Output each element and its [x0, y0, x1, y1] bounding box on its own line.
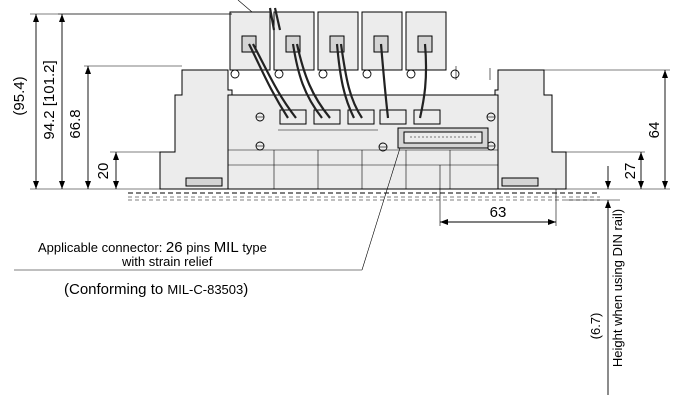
dim-95-4: (95.4): [11, 76, 28, 115]
dim-27: 27: [622, 163, 639, 180]
left-dimensions: [30, 13, 232, 190]
manifold-body: [159, 69, 567, 190]
connector-type: type: [239, 240, 267, 255]
connector-note-line2: with strain relief: [121, 254, 213, 269]
connector-pins-unit: pins: [183, 240, 214, 255]
connector-mil: MIL: [214, 239, 239, 256]
din-rail: [128, 192, 600, 201]
dim-64: 64: [646, 122, 663, 139]
conforming-note: (Conforming to MIL-C-83503): [64, 281, 248, 298]
right-dimensions: [544, 69, 670, 190]
bottom-dimension: [439, 165, 557, 226]
connector-pins: 26: [166, 239, 183, 256]
connector-note-line1: Applicable connector: 26 pins MIL type: [38, 239, 267, 256]
conforming-close: ): [243, 281, 248, 298]
dim-6-7: (6.7): [588, 313, 603, 340]
leader-lines: [14, 0, 401, 271]
valve-stack: [229, 11, 491, 80]
conforming-open: (Conforming to: [64, 281, 167, 298]
din-rail-label: Height when using DIN rail): [610, 209, 625, 367]
dim-94-2-bracket: 94.2 [101.2]: [41, 60, 58, 139]
dim-63: 63: [490, 204, 507, 221]
dim-20: 20: [95, 163, 112, 180]
dim-66-8: 66.8: [67, 109, 84, 138]
conforming-std: MIL-C-83503: [167, 282, 243, 297]
lead-wires: [248, 7, 428, 119]
din-rail-dimension: [566, 166, 620, 395]
connector-prefix: Applicable connector:: [38, 240, 166, 255]
